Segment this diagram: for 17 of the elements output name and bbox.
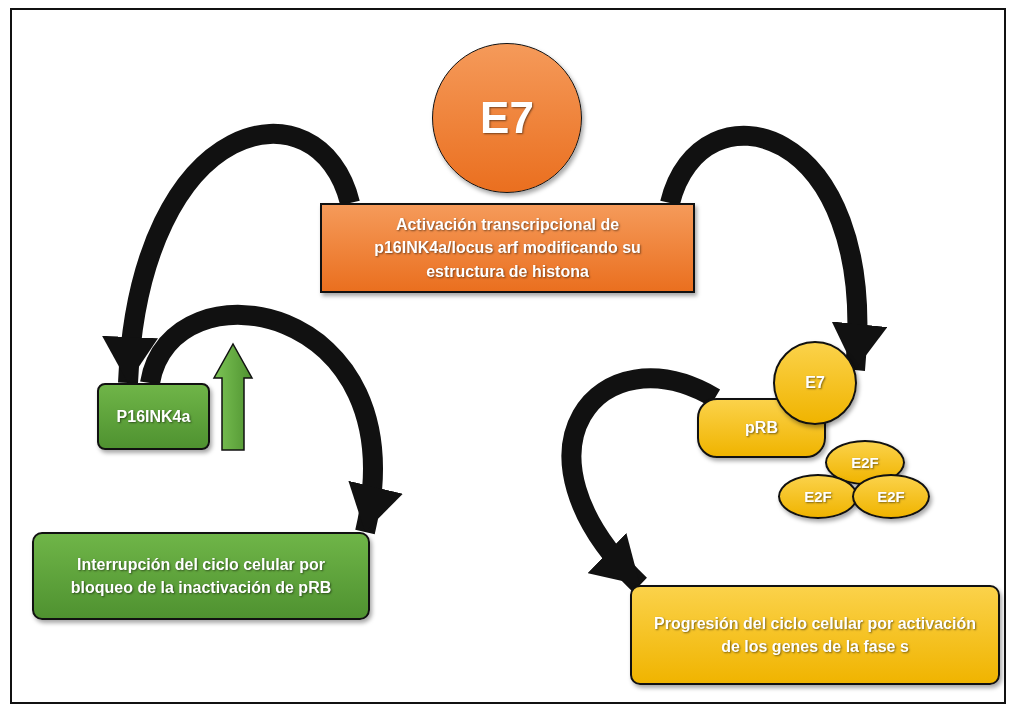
node-label: Interrupción del ciclo celular por bloqueo de la inactivación de pRB [69, 554, 333, 598]
process-box [630, 585, 1000, 685]
node-label: E2F [877, 486, 905, 507]
node-label: E7 [805, 373, 825, 394]
node-label: pRB [745, 418, 778, 439]
node-label: E2F [851, 452, 879, 473]
process-box [320, 203, 695, 293]
node-label: E7 [480, 92, 534, 145]
node-label: P16INK4a [116, 406, 191, 427]
curved-arrow [140, 305, 400, 534]
process-box [97, 383, 210, 450]
process-box [32, 532, 370, 620]
node-label: Activación transcripcional de p16INK4a/locus arf modificando su estructura de histona [373, 215, 642, 282]
curved-arrow [561, 368, 720, 592]
node-label: Progresión del ciclo celular por activación de los genes de la fase s [653, 613, 977, 657]
protein-ellipse [852, 474, 930, 519]
node-label: E2F [804, 486, 832, 507]
